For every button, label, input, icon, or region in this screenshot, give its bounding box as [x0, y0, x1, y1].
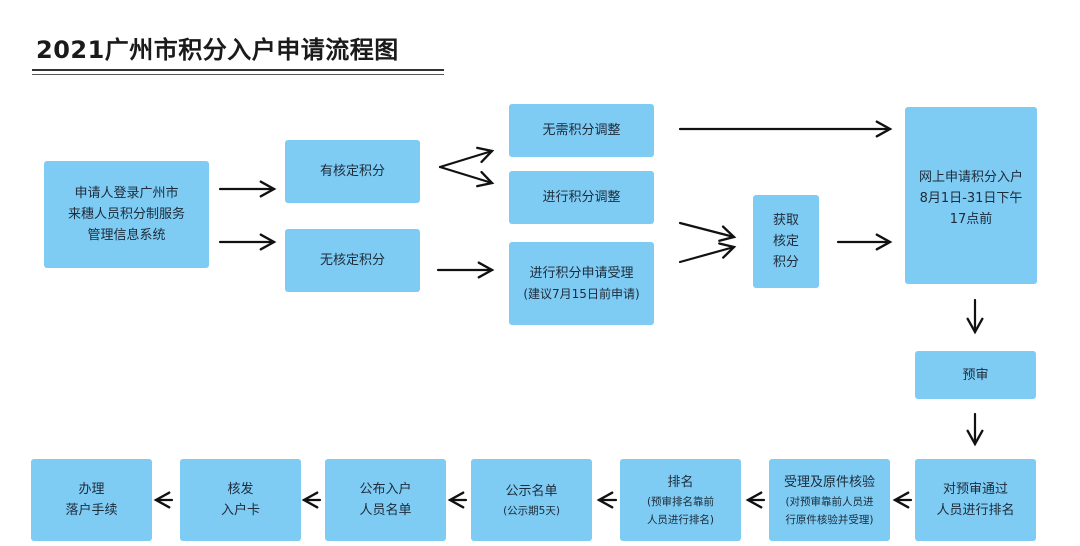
title-underline-thin: [32, 74, 444, 75]
arrow-has-to-adjust: [438, 165, 495, 188]
node-no-score-label: 无核定积分: [319, 253, 385, 268]
node-publish-line1: 公布入户: [359, 482, 412, 497]
node-rank-passed-line1: 对预审通过: [942, 482, 1008, 497]
arrow-adjust-to-get: [678, 221, 737, 242]
node-get-score-line1: 获取: [772, 213, 799, 228]
node-verify-label: 受理及原件核验: [783, 474, 875, 490]
node-login-line1: 申请人登录广州市: [74, 186, 179, 201]
node-pre-review: 预审: [915, 351, 1036, 399]
node-rank-passed-line2: 人员进行排名: [936, 503, 1015, 518]
node-verify-note-line1: (对预审靠前人员进: [785, 495, 874, 508]
node-publish-line2: 人员名单: [359, 503, 412, 518]
node-settle: 办理 落户手续: [31, 459, 152, 541]
node-online-apply-line2: 8月1日-31日下午: [919, 191, 1023, 206]
node-online-apply: 网上申请积分入户 8月1日-31日下午 17点前: [905, 107, 1037, 284]
node-online-apply-line1: 网上申请积分入户: [918, 170, 1023, 185]
node-rank: 排名 (预审排名靠前 人员进行排名): [620, 459, 741, 541]
node-publicize-label: 公示名单: [505, 483, 558, 499]
node-rank-note-line1: (预审排名靠前: [646, 495, 715, 508]
node-publish: 公布入户 人员名单: [325, 459, 446, 541]
node-apply-accept-note: (建议7月15日前申请): [523, 286, 640, 301]
node-pre-review-label: 预审: [962, 367, 989, 383]
node-apply-accept-label: 进行积分申请受理: [529, 265, 634, 281]
node-settle-line1: 办理: [78, 482, 105, 497]
node-publicize-note: (公示期5天): [503, 504, 560, 517]
page-title: 2021广州市积分入户申请流程图: [36, 36, 399, 64]
arrow-has-to-noadjust: [438, 146, 495, 169]
node-get-score-line2: 核定: [772, 234, 799, 249]
node-verify-note-line2: 行原件核验并受理): [785, 513, 874, 526]
arrow-apply-to-get: [678, 242, 737, 264]
node-has-score: 有核定积分: [285, 140, 420, 203]
node-issue-card: 核发 入户卡: [180, 459, 301, 541]
node-rank-label: 排名: [667, 474, 694, 490]
node-get-score-line3: 积分: [772, 255, 799, 270]
node-online-apply-line3: 17点前: [949, 212, 993, 227]
node-rank-note-line2: 人员进行排名): [646, 513, 715, 526]
node-issue-card-line2: 入户卡: [220, 503, 260, 518]
node-adjust: 进行积分调整: [509, 171, 654, 224]
node-settle-line2: 落户手续: [65, 503, 118, 518]
node-apply-accept: 进行积分申请受理 (建议7月15日前申请): [509, 242, 654, 325]
node-login-line2: 来穗人员积分制服务: [67, 207, 185, 222]
node-no-score: 无核定积分: [285, 229, 420, 292]
node-has-score-label: 有核定积分: [319, 164, 385, 179]
node-rank-passed: 对预审通过 人员进行排名: [915, 459, 1036, 541]
node-no-adjust-label: 无需积分调整: [542, 123, 621, 138]
node-no-adjust: 无需积分调整: [509, 104, 654, 157]
title-underline: [32, 69, 444, 71]
node-issue-card-line1: 核发: [227, 482, 254, 497]
node-publicize: 公示名单 (公示期5天): [471, 459, 592, 541]
node-login-line3: 管理信息系统: [87, 228, 166, 243]
node-get-score: 获取 核定 积分: [753, 195, 819, 288]
node-login-system: 申请人登录广州市 来穗人员积分制服务 管理信息系统: [44, 161, 209, 268]
node-verify: 受理及原件核验 (对预审靠前人员进 行原件核验并受理): [769, 459, 890, 541]
node-adjust-label: 进行积分调整: [542, 190, 621, 205]
